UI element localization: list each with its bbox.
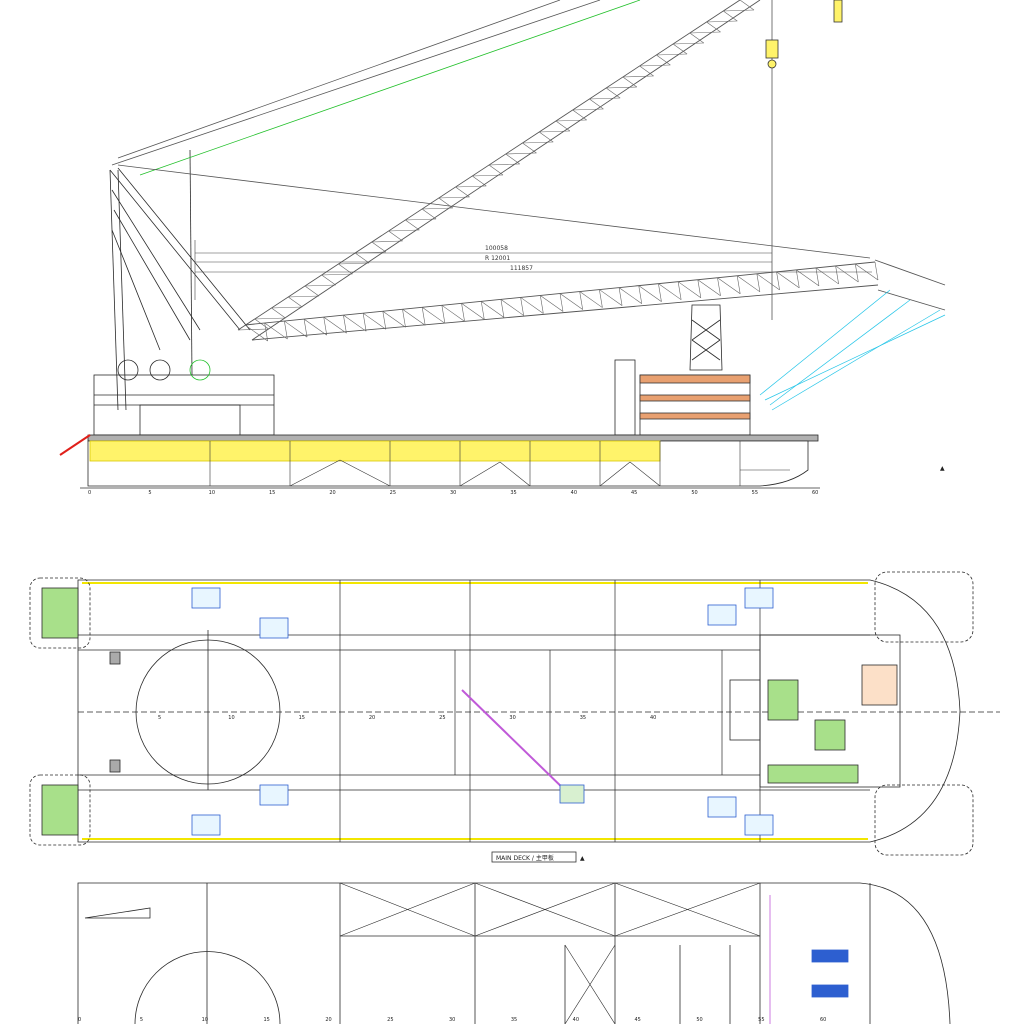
pendant-to-jib	[117, 164, 871, 259]
frame-tick-label: 25	[439, 715, 445, 721]
frame-tick-label: 5	[140, 1017, 143, 1023]
dimension-label-2: R 12001	[485, 255, 510, 262]
deck-winches	[191, 587, 774, 836]
main-boom-lattice-bracing	[237, 0, 755, 331]
main-lattice-boom	[237, 0, 761, 341]
ballast-tank-yellow	[89, 440, 661, 462]
frame-tick-label: 40	[571, 490, 577, 496]
frame-tick-label: 20	[329, 490, 335, 496]
main-deck-line	[87, 434, 819, 442]
deck-plan-title: MAIN DECK / 主甲板	[496, 854, 554, 862]
deck-frame-ticks: 5 10 15 20 25 30 35 40	[158, 715, 656, 721]
tank-plan: 0 5 10 15 20 25 30 35 40 45 50 55 60	[77, 882, 951, 1024]
hatch-2	[109, 759, 121, 773]
frame-tick-label: 5	[148, 490, 151, 496]
tank-slew-arc	[134, 951, 281, 1024]
cyan-stay-lines	[759, 289, 946, 411]
frame-tick-label: 10	[209, 490, 215, 496]
sponson-fill-1	[41, 587, 79, 639]
frame-tick-label: 60	[820, 1017, 826, 1023]
elevation-frame-ticks: 0 5 10 15 20 25 30 35 40 45 50 55 60	[88, 490, 818, 496]
frame-tick-label: 30	[449, 1017, 455, 1023]
aux-crane-boom	[461, 689, 571, 796]
frame-tick-label: 30	[509, 715, 515, 721]
frame-tick-label: 50	[696, 1017, 702, 1023]
sponson-aft-stbd	[874, 784, 974, 856]
sponson-fill-2	[41, 784, 79, 836]
red-anchor-line	[59, 434, 91, 456]
a-frame-gantry	[109, 149, 251, 411]
frame-tick-label: 35	[510, 490, 516, 496]
frame-tick-label: 20	[325, 1017, 331, 1023]
frame-tick-label: 40	[650, 715, 656, 721]
tank-plan-outline	[77, 882, 951, 1024]
winch-house	[93, 359, 275, 436]
pendant-line-upper-2	[117, 0, 561, 159]
frame-tick-label: 15	[299, 715, 305, 721]
north-marker: ▲	[940, 465, 945, 472]
frame-tick-label: 35	[580, 715, 586, 721]
frame-tick-label: 40	[573, 1017, 579, 1023]
sponson-fwd-port	[29, 577, 91, 649]
tank-cross-bracing	[339, 882, 761, 1024]
frame-tick-label: 50	[691, 490, 697, 496]
sponson-fwd-stbd	[29, 774, 91, 846]
frame-tick-label: 15	[269, 490, 275, 496]
deck-north-marker: ▲	[580, 855, 585, 862]
frame-tick-label: 20	[369, 715, 375, 721]
frame-tick-label: 60	[812, 490, 818, 496]
sponson-aft-port	[874, 571, 974, 643]
jib-lattice-bracing	[244, 261, 879, 342]
hook-block-main	[765, 0, 779, 320]
frame-tick-label: 0	[78, 1017, 81, 1023]
dimension-label-3: 111857	[510, 265, 533, 272]
hatch-1	[109, 651, 121, 665]
deck-outline-yellow	[82, 582, 868, 840]
deck-outline	[77, 579, 961, 843]
main-deck-plan: 5 10 15 20 25 30 35 40 MAIN DECK / 主甲板 ▲	[29, 571, 1000, 863]
aft-deckhouse	[614, 304, 751, 436]
frame-tick-label: 45	[635, 1017, 641, 1023]
tank-frame-ticks: 0 5 10 15 20 25 30 35 40 45 50 55 60	[78, 1017, 826, 1023]
dimension-label-1: 100058	[485, 245, 508, 252]
tank-sloped-line	[84, 907, 151, 919]
elevation-view: 100058 R 12001 111857	[59, 0, 946, 496]
frame-tick-label: 45	[631, 490, 637, 496]
frame-tick-label: 10	[202, 1017, 208, 1023]
deck-title-box	[491, 851, 577, 863]
deckhouse-plan	[729, 634, 901, 788]
hull-internal-lines	[209, 441, 790, 487]
frame-tick-label: 15	[264, 1017, 270, 1023]
frame-tick-label: 55	[758, 1017, 764, 1023]
frame-tick-label: 25	[390, 490, 396, 496]
deck-longitudinals	[78, 634, 1000, 791]
green-rigging-line	[139, 0, 641, 176]
frame-tick-label: 35	[511, 1017, 517, 1023]
frame-tick-label: 5	[158, 715, 161, 721]
pendant-line-upper	[111, 0, 601, 166]
frame-tick-label: 10	[228, 715, 234, 721]
hook-block-aux	[833, 0, 843, 23]
tank-pumps	[811, 949, 849, 998]
tank-transverses	[206, 883, 871, 1024]
frame-tick-label: 30	[450, 490, 456, 496]
frame-tick-label: 25	[387, 1017, 393, 1023]
aux-crane-base	[559, 784, 585, 804]
frame-tick-label: 55	[752, 490, 758, 496]
dimension-lines	[194, 240, 872, 300]
deck-transverses	[339, 580, 761, 842]
frame-tick-label: 0	[88, 490, 91, 496]
